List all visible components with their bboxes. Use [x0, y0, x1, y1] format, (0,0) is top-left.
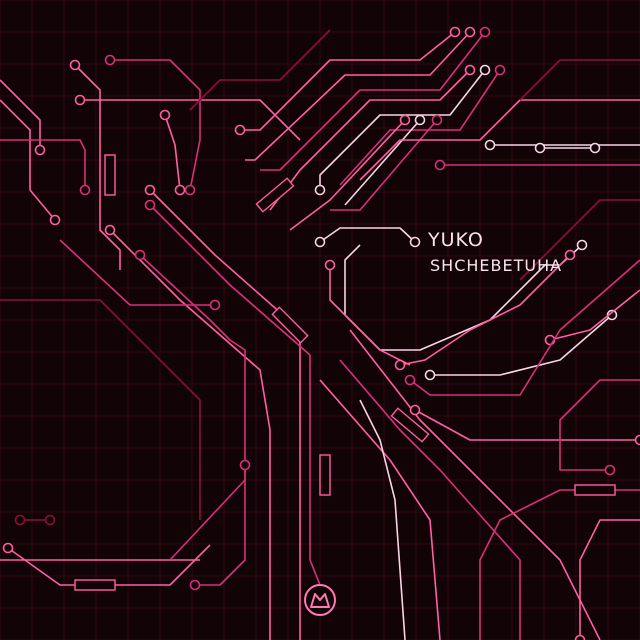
- circuit-trace: [344, 244, 583, 351]
- circuit-trace: [519, 59, 640, 101]
- trace-pad: [239, 459, 251, 471]
- circuit-trace: [329, 265, 411, 366]
- circuit-trace: [579, 519, 640, 640]
- circuit-trace: [149, 204, 321, 586]
- trace-pad: [314, 184, 326, 196]
- trace-pad: [484, 139, 496, 151]
- trace-pad: [409, 236, 421, 248]
- circuit-trace: [149, 189, 301, 640]
- circuit-trace: [110, 59, 201, 191]
- trace-pad: [34, 144, 46, 156]
- resistor-component: [271, 306, 309, 344]
- trace-pad: [104, 224, 116, 236]
- circuit-trace: [344, 119, 421, 206]
- trace-pad: [464, 64, 476, 76]
- trace-pad: [79, 184, 91, 196]
- circuit-trace: [164, 114, 181, 191]
- trace-pad: [69, 59, 81, 71]
- trace-pad: [589, 142, 601, 154]
- resistor-component: [255, 177, 295, 213]
- circuit-trace: [260, 31, 486, 171]
- trace-pad: [404, 374, 416, 386]
- trace-pad: [324, 259, 336, 271]
- circuit-trace: [359, 399, 406, 640]
- trace-pad: [564, 249, 576, 261]
- circuit-trace: [189, 29, 331, 111]
- trace-pad: [144, 199, 156, 211]
- logo-icon: [304, 584, 336, 616]
- trace-pad: [234, 124, 246, 136]
- resistor-component: [104, 154, 116, 196]
- trace-pad: [74, 94, 86, 106]
- circuit-trace: [74, 64, 121, 270]
- trace-pad: [431, 114, 443, 126]
- trace-pad: [576, 239, 588, 251]
- trace-pad: [209, 299, 221, 311]
- circuit-trace: [0, 299, 201, 520]
- circuit-traces: [0, 26, 640, 640]
- circuit-trace: [139, 254, 246, 586]
- circuit-trace: [7, 544, 211, 586]
- circuit-trace: [549, 289, 640, 341]
- trace-pad: [314, 236, 326, 248]
- trace-pad: [494, 64, 506, 76]
- trace-pad: [144, 184, 156, 196]
- artist-name: YUKO: [428, 229, 484, 251]
- circuit-trace: [319, 227, 416, 243]
- trace-pad: [424, 369, 436, 381]
- circuit-trace: [289, 119, 406, 231]
- trace-pad: [14, 514, 26, 526]
- circuit-trace: [339, 69, 501, 186]
- trace-pad: [159, 109, 171, 121]
- trace-pad: [604, 464, 616, 476]
- circuit-trace: [519, 199, 640, 281]
- trace-pad: [49, 214, 61, 226]
- circuit-trace: [0, 99, 56, 221]
- trace-pad: [434, 159, 446, 171]
- trace-pad: [479, 26, 491, 38]
- trace-pad: [104, 54, 116, 66]
- circuit-trace: [559, 379, 640, 471]
- trace-pad: [2, 542, 14, 554]
- trace-pad: [449, 26, 461, 38]
- trace-pad: [174, 184, 186, 196]
- resistor-component: [390, 407, 430, 443]
- album-title: SHCHEBETUHA: [430, 256, 563, 275]
- circuit-trace: [349, 329, 601, 640]
- circuit-trace: [245, 31, 471, 161]
- circuit-trace: [80, 99, 301, 141]
- circuit-trace: [430, 314, 613, 376]
- trace-pad: [464, 26, 476, 38]
- circuit-trace: [399, 254, 571, 366]
- resistor-component: [574, 484, 616, 496]
- circuit-trace: [319, 379, 441, 640]
- trace-pad: [534, 142, 546, 154]
- trace-pad: [414, 114, 426, 126]
- trace-pad: [574, 634, 586, 640]
- circuit-trace: [359, 99, 640, 181]
- circuit-trace: [240, 31, 456, 131]
- trace-pad: [409, 404, 421, 416]
- trace-pad: [479, 64, 491, 76]
- circuit-trace: [339, 359, 521, 640]
- circuit-trace: [414, 409, 640, 441]
- trace-pad: [399, 114, 411, 126]
- trace-pad: [44, 514, 56, 526]
- trace-pad: [189, 579, 201, 591]
- circuit-trace: [0, 139, 86, 190]
- circuit-trace: [319, 69, 486, 190]
- circuit-trace: [59, 239, 215, 306]
- trace-pad: [634, 434, 640, 446]
- trace-pad: [184, 184, 196, 196]
- circuit-trace: [109, 229, 271, 640]
- circuit-trace: [330, 119, 438, 211]
- circuit-trace: [409, 259, 640, 396]
- resistor-component: [74, 579, 116, 591]
- resistor-component: [319, 454, 331, 496]
- trace-pad: [134, 249, 146, 261]
